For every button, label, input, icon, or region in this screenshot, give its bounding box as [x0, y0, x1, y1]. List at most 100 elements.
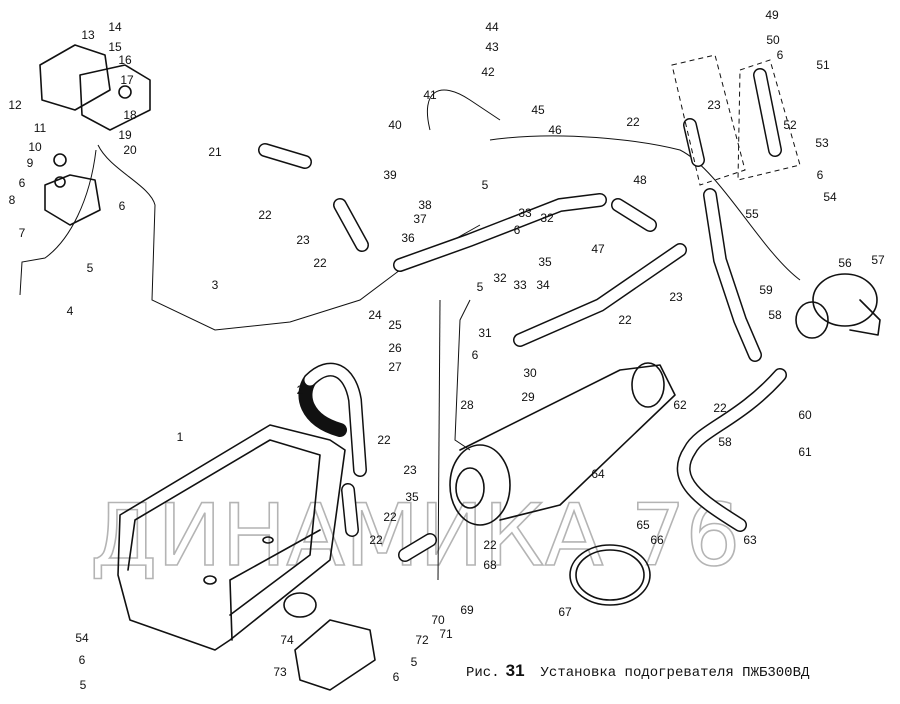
callout-10: 10 [28, 140, 42, 154]
callout-55: 55 [745, 207, 759, 221]
callout-62: 62 [673, 398, 687, 412]
heater [449, 362, 676, 526]
callout-22: 22 [383, 510, 397, 524]
callout-59: 59 [759, 283, 773, 297]
callout-7: 7 [19, 226, 26, 240]
callout-58: 58 [768, 308, 782, 322]
callout-35: 35 [538, 255, 552, 269]
callout-60: 60 [798, 408, 812, 422]
callout-36: 36 [401, 231, 415, 245]
callout-22: 22 [377, 433, 391, 447]
callout-25: 25 [388, 318, 402, 332]
callout-73: 73 [273, 665, 287, 679]
callout-34: 34 [536, 278, 550, 292]
callout-23: 23 [707, 98, 721, 112]
callout-39: 39 [383, 168, 397, 182]
callout-68: 68 [483, 558, 497, 572]
callout-4: 4 [67, 304, 74, 318]
callout-50: 50 [766, 33, 780, 47]
callout-47: 47 [591, 242, 605, 256]
watermark: ДИНАМИКА 76 [90, 486, 740, 586]
callout-6: 6 [777, 48, 784, 62]
callout-26: 26 [388, 341, 402, 355]
callout-6: 6 [817, 168, 824, 182]
callout-15: 15 [108, 40, 122, 54]
callout-5: 5 [80, 678, 87, 692]
callout-54: 54 [823, 190, 837, 204]
callout-52: 52 [783, 118, 797, 132]
callout-38: 38 [418, 198, 432, 212]
callout-22: 22 [618, 313, 632, 327]
callout-24: 24 [368, 308, 382, 322]
callout-28: 28 [460, 398, 474, 412]
callout-40: 40 [388, 118, 402, 132]
control-panel [39, 44, 151, 226]
callout-54: 54 [75, 631, 89, 645]
callout-74: 74 [280, 633, 294, 647]
callout-22: 22 [258, 208, 272, 222]
callout-45: 45 [531, 103, 545, 117]
callout-16: 16 [118, 53, 132, 67]
callout-66: 66 [650, 533, 664, 547]
callout-72: 72 [415, 633, 429, 647]
callout-14: 14 [108, 20, 122, 34]
callout-22: 22 [713, 401, 727, 415]
callout-35: 35 [405, 490, 419, 504]
callout-48: 48 [633, 173, 647, 187]
callout-71: 71 [439, 627, 453, 641]
callout-27: 27 [388, 360, 402, 374]
callout-22: 22 [483, 538, 497, 552]
callout-6: 6 [472, 348, 479, 362]
callout-64: 64 [591, 467, 605, 481]
callout-67: 67 [558, 605, 572, 619]
callout-22: 22 [369, 533, 383, 547]
callout-23: 23 [669, 290, 683, 304]
callout-46: 46 [548, 123, 562, 137]
callout-61: 61 [798, 445, 812, 459]
callout-70: 70 [431, 613, 445, 627]
callout-30: 30 [523, 366, 537, 380]
callout-22: 22 [313, 256, 327, 270]
callout-6: 6 [393, 670, 400, 684]
pump [795, 273, 881, 339]
caption-title: Установка подогревателя ПЖБ300ВД [540, 665, 810, 681]
callout-32: 32 [493, 271, 507, 285]
callout-13: 13 [81, 28, 95, 42]
callout-42: 42 [481, 65, 495, 79]
callout-53: 53 [815, 136, 829, 150]
callout-65: 65 [636, 518, 650, 532]
callout-51: 51 [816, 58, 830, 72]
callout-43: 43 [485, 40, 499, 54]
callout-31: 31 [478, 326, 492, 340]
callout-22: 22 [626, 115, 640, 129]
callout-5: 5 [482, 178, 489, 192]
callout-57: 57 [871, 253, 885, 267]
callout-6: 6 [119, 199, 126, 213]
callout-9: 9 [27, 156, 34, 170]
callout-1: 1 [177, 430, 184, 444]
callout-5: 5 [411, 655, 418, 669]
callout-6: 6 [514, 223, 521, 237]
callout-32: 32 [540, 211, 554, 225]
callout-23: 23 [296, 233, 310, 247]
tank [117, 424, 346, 651]
callout-56: 56 [838, 256, 852, 270]
callout-17: 17 [120, 73, 134, 87]
callout-5: 5 [87, 261, 94, 275]
callout-29: 29 [521, 390, 535, 404]
callout-18: 18 [123, 108, 137, 122]
callout-2: 2 [297, 383, 304, 397]
callout-5: 5 [477, 280, 484, 294]
callout-23: 23 [403, 463, 417, 477]
callout-37: 37 [413, 212, 427, 226]
callout-8: 8 [9, 193, 16, 207]
caption-prefix: Рис. [466, 665, 500, 681]
callout-21: 21 [208, 145, 222, 159]
callout-20: 20 [123, 143, 137, 157]
callout-12: 12 [8, 98, 22, 112]
callout-11: 11 [34, 121, 47, 135]
callout-33: 33 [513, 278, 527, 292]
callout-6: 6 [19, 176, 26, 190]
